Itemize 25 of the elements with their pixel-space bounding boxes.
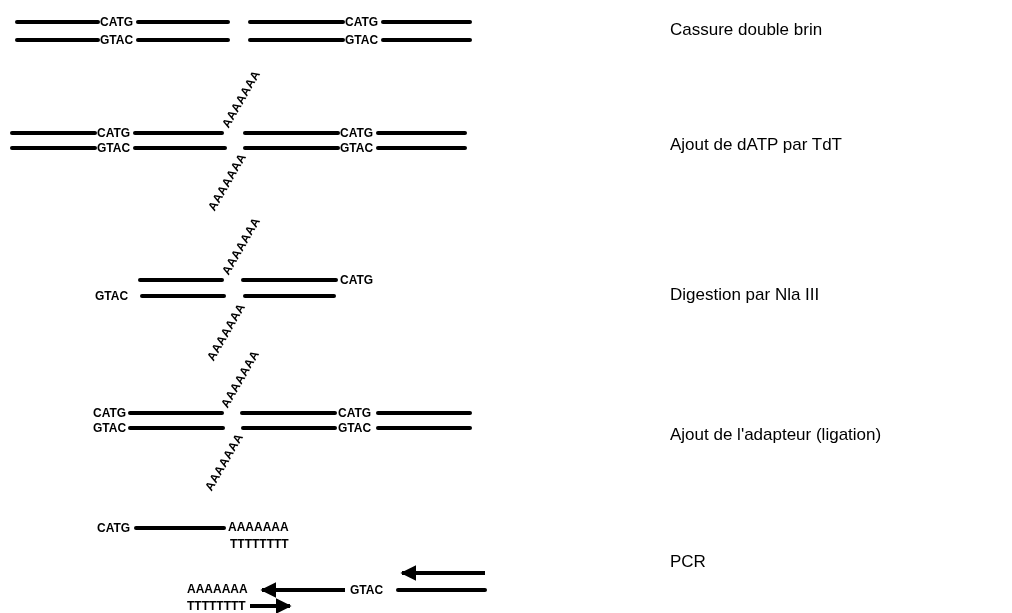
step-label: PCR [670,552,706,572]
sequence-label: AAAAAAA [228,520,289,534]
sequence-label: CATG [100,15,134,29]
sequence-label: GTAC [345,33,379,47]
step-label: Ajout de l'adapteur (ligation) [670,425,882,445]
sequence-label: CATG [340,273,374,287]
sequence-label: AAAAAAA [187,582,248,596]
sequence-label: CATG [340,126,374,140]
sequence-label: CATG [97,521,131,535]
step-label: Digestion par Nla III [670,285,820,305]
sequence-label: CATG [97,126,131,140]
sequence-label: CATG [345,15,379,29]
sequence-label: GTAC [100,33,134,47]
step-label: Ajout de dATP par TdT [670,135,842,155]
step-label: Cassure double brin [670,20,823,40]
sequence-label: CATG [93,406,127,420]
sequence-label: GTAC [97,141,131,155]
sequence-label: TTTTTTTT [187,599,246,613]
sequence-label: GTAC [93,421,127,435]
sequence-label: GTAC [338,421,372,435]
sequence-label: GTAC [350,583,384,597]
sequence-label: CATG [338,406,372,420]
sequence-label: GTAC [95,289,129,303]
sequence-label: TTTTTTTT [230,537,289,551]
sequence-label: GTAC [340,141,374,155]
